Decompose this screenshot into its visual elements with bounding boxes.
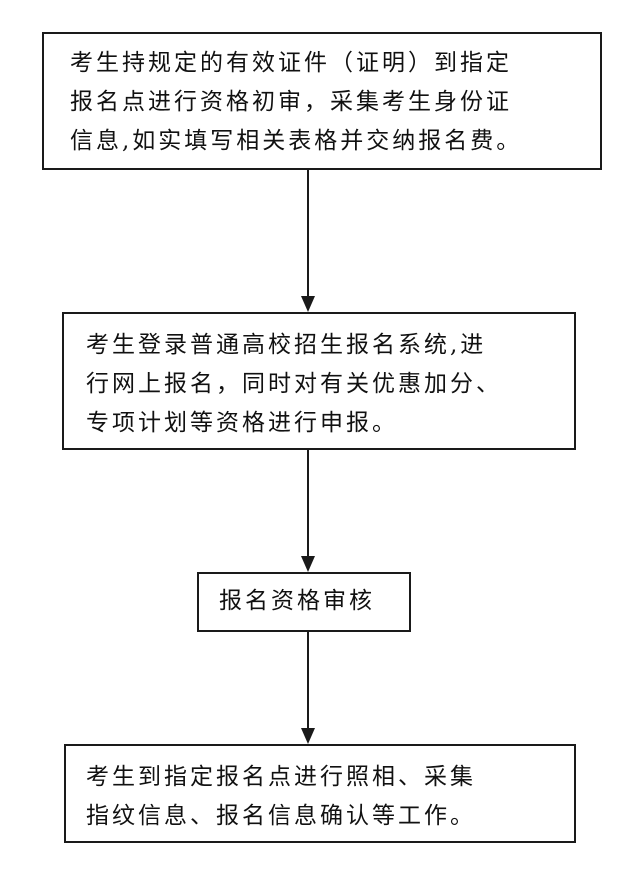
- flow-step-4-text: 考生到指定报名点进行照相、采集 指纹信息、报名信息确认等工作。: [86, 764, 476, 829]
- flow-step-2-text: 考生登录普通高校招生报名系统,进 行网上报名，同时对有关优惠加分、 专项计划等资…: [86, 332, 502, 436]
- flow-step-1-text: 考生持规定的有效证件（证明）到指定 报名点进行资格初审，采集考生身份证 信息,如…: [70, 50, 523, 154]
- arrow-2-to-3: [301, 450, 315, 572]
- flow-step-4-box: 考生到指定报名点进行照相、采集 指纹信息、报名信息确认等工作。: [64, 744, 576, 843]
- arrow-1-to-2: [301, 170, 315, 312]
- flow-step-3-text: 报名资格审核: [219, 588, 375, 614]
- flow-step-2-box: 考生登录普通高校招生报名系统,进 行网上报名，同时对有关优惠加分、 专项计划等资…: [62, 312, 576, 450]
- arrow-3-to-4: [301, 632, 315, 744]
- flow-step-1-box: 考生持规定的有效证件（证明）到指定 报名点进行资格初审，采集考生身份证 信息,如…: [42, 32, 602, 170]
- flow-step-3-box: 报名资格审核: [197, 572, 411, 632]
